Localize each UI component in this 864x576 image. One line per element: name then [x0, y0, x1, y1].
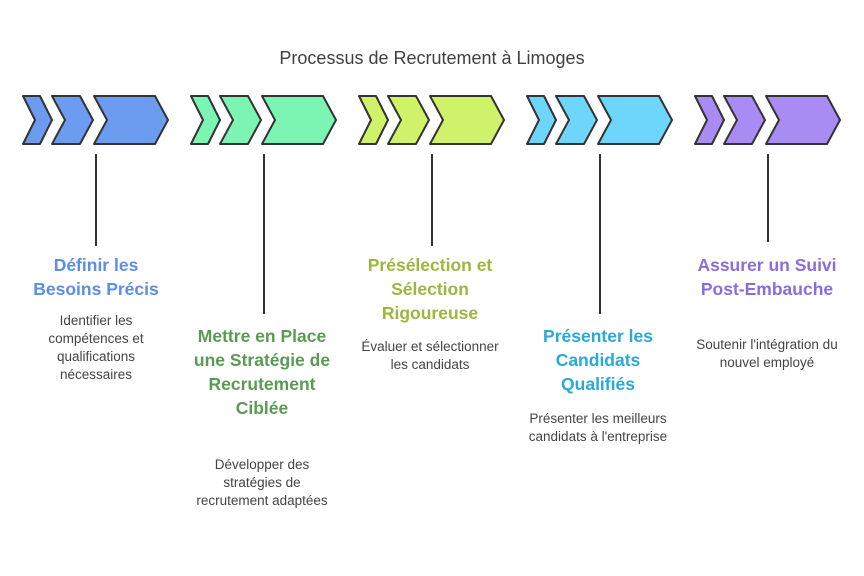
step-1-description: Identifier les compétences et qualificat… — [48, 313, 144, 382]
step-5-heading: Assurer un Suivi Post-Embauche — [697, 255, 837, 299]
step-5-description: Soutenir l'intégration du nouvel employé — [696, 337, 838, 370]
step-4-connector — [599, 154, 601, 314]
step-4-heading: Présenter les Candidats Qualifiés — [543, 326, 653, 394]
step-3-description: Évaluer et sélectionner les candidats — [361, 339, 499, 372]
step-2-description: Développer des stratégies de recrutement… — [196, 457, 328, 508]
step-2-connector — [263, 154, 265, 314]
step-4-chevrons — [526, 95, 673, 145]
step-3-heading: Présélection et Sélection Rigoureuse — [367, 255, 493, 323]
step-2-heading: Mettre en Place une Stratégie de Recrute… — [193, 326, 331, 418]
diagram-title: Processus de Recrutement à Limoges — [279, 48, 585, 68]
step-2-chevrons — [190, 95, 337, 145]
step-3-chevrons — [358, 95, 505, 145]
step-1-heading: Définir les Besoins Précis — [33, 255, 159, 299]
step-1-chevrons — [22, 95, 169, 145]
step-1-connector — [95, 154, 97, 246]
step-5-connector — [767, 154, 769, 242]
step-5-chevrons — [694, 95, 841, 145]
step-4-description: Présenter les meilleurs candidats à l'en… — [528, 411, 668, 444]
step-3-connector — [431, 154, 433, 246]
